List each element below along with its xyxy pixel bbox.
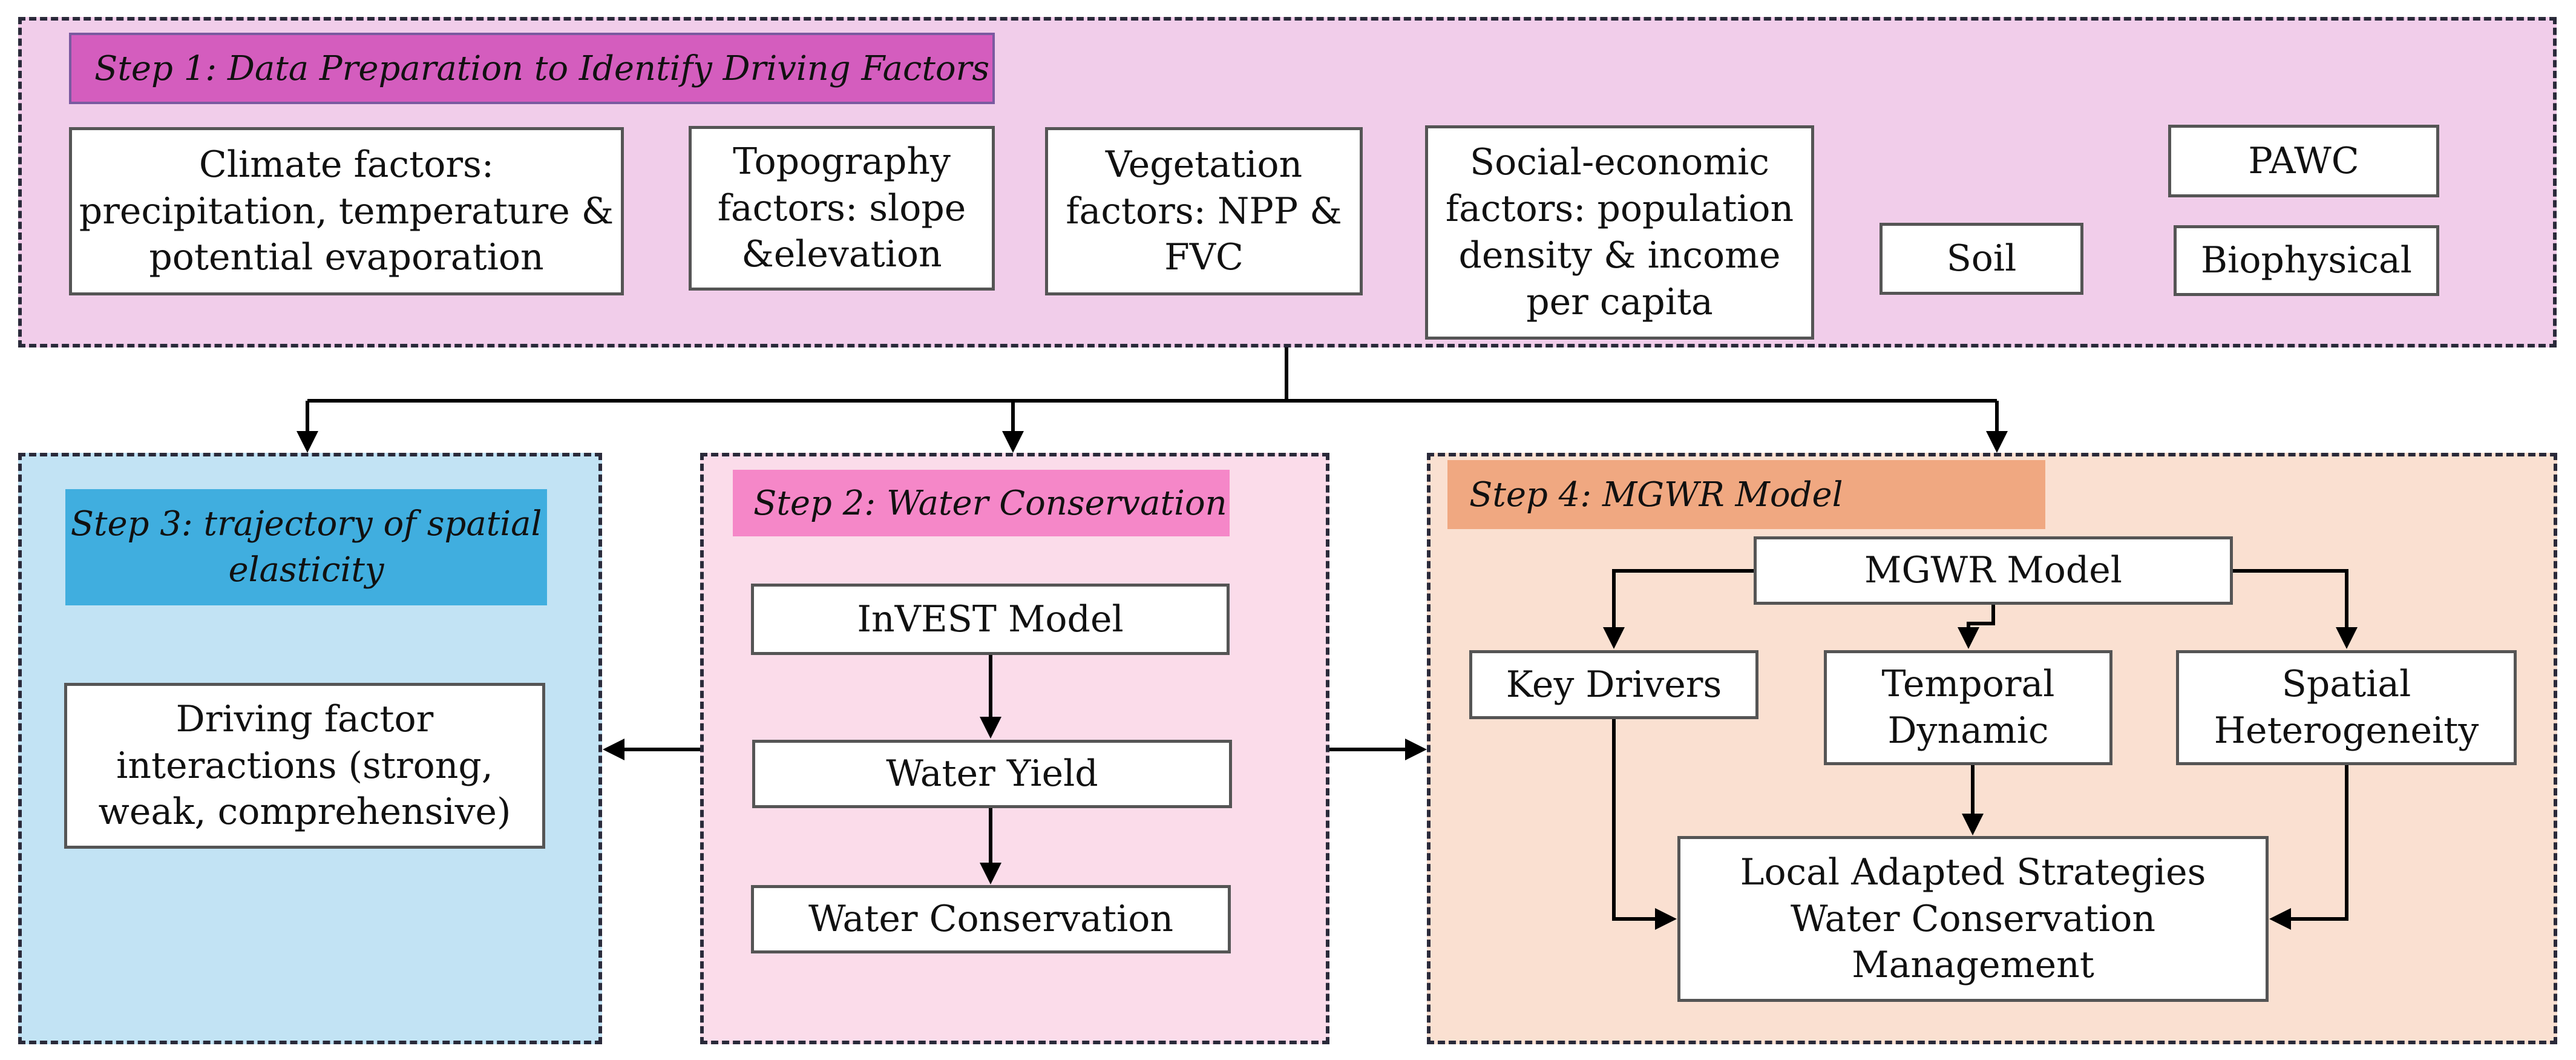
step4-title: Step 4: MGWR Model: [1447, 460, 2045, 529]
arrow-spatial-to-strategies: [2269, 765, 2348, 930]
arrow-mgwr-to-spatial: [2233, 569, 2358, 649]
water-conservation-box: Water Conservation: [751, 885, 1231, 953]
driving-factor-interactions-box: Driving factor interactions (strong, wea…: [64, 683, 545, 849]
key-drivers-box: Key Drivers: [1469, 650, 1758, 719]
topography-factors-box: Topography factors: slope &elevation: [689, 126, 995, 291]
step1-title: Step 1: Data Preparation to Identify Dri…: [69, 33, 995, 104]
social-economic-factors-box: Social-economic factors: population dens…: [1425, 125, 1814, 340]
pawc-box: PAWC: [2168, 125, 2439, 197]
biophysical-box: Biophysical: [2174, 225, 2439, 296]
soil-box: Soil: [1880, 223, 2083, 295]
step3-title: Step 3: trajectory of spatial elasticity: [65, 489, 547, 605]
step2-title: Step 2: Water Conservation: [733, 470, 1230, 536]
arrow-mgwr-to-temporal: [1958, 605, 1995, 649]
spatial-heterogeneity-box: Spatial Heterogeneity: [2176, 650, 2517, 765]
invest-model-box: InVEST Model: [751, 584, 1230, 655]
local-adapted-strategies-box: Local Adapted Strategies Water Conservat…: [1677, 836, 2269, 1002]
arrow-key-drivers-to-strategies: [1612, 719, 1677, 930]
arrow-mgwr-to-key-drivers: [1603, 569, 1754, 649]
mgwr-model-box: MGWR Model: [1754, 536, 2233, 605]
water-yield-box: Water Yield: [752, 740, 1232, 808]
vegetation-factors-box: Vegetation factors: NPP & FVC: [1045, 127, 1363, 295]
climate-factors-box: Climate factors: precipitation, temperat…: [69, 127, 624, 295]
temporal-dynamic-box: Temporal Dynamic: [1824, 650, 2112, 765]
